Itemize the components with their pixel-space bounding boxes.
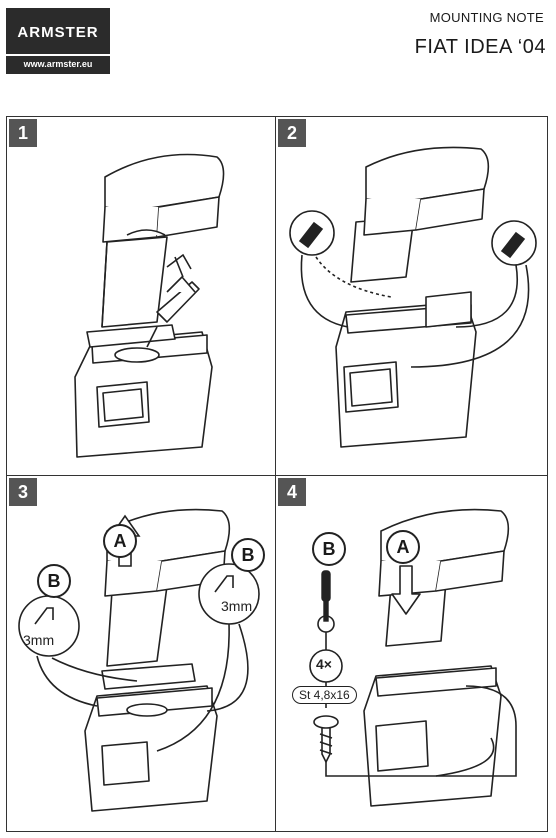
screw-spec-label: St 4,8x16	[292, 686, 357, 704]
screwdriver-icon-left	[289, 210, 335, 256]
logo-brand-text: ARMSTER	[17, 24, 99, 41]
step-3-callout-b-right: B	[231, 538, 265, 572]
instruction-grid	[6, 116, 548, 832]
grid-vertical-divider	[275, 116, 276, 832]
drill-size-label-right: 3mm	[221, 598, 253, 614]
grid-horizontal-divider	[6, 475, 548, 476]
step-3-callout-a: A	[103, 524, 137, 558]
step-3-badge: 3	[9, 478, 37, 506]
step-1-badge: 1	[9, 119, 37, 147]
car-model-title: FIAT IDEA ‘04	[414, 36, 546, 58]
step-3-illustration	[18, 508, 260, 812]
step-4-callout-a: A	[386, 530, 420, 564]
step-2-badge: 2	[278, 119, 306, 147]
step-2-illustration	[289, 146, 537, 448]
logo-url-text: www.armster.eu	[23, 59, 93, 69]
step-3-panel: 3 A B B 3mm 3mm	[7, 476, 275, 831]
logo-top-block	[6, 8, 110, 54]
step-4-badge: 4	[278, 478, 306, 506]
armster-logo: ARMSTER www.armster.eu	[6, 8, 110, 74]
mounting-note-title: MOUNTING NOTE	[429, 10, 544, 25]
step-4-illustration	[309, 508, 517, 807]
drill-size-label-left: 3mm	[23, 632, 55, 648]
logo-bottom-block	[6, 56, 110, 74]
step-2-panel: 2	[276, 117, 548, 475]
screwdriver-icon-right	[491, 220, 537, 266]
step-1-panel: 1	[7, 117, 275, 475]
step-4-callout-b: B	[312, 532, 346, 566]
step-4-panel: 4 B	[276, 476, 548, 831]
screw-count-label: 4×	[316, 656, 332, 672]
step-1-illustration	[74, 153, 225, 458]
step-3-callout-b-left: B	[37, 564, 71, 598]
screwdriver-icon	[321, 570, 331, 622]
